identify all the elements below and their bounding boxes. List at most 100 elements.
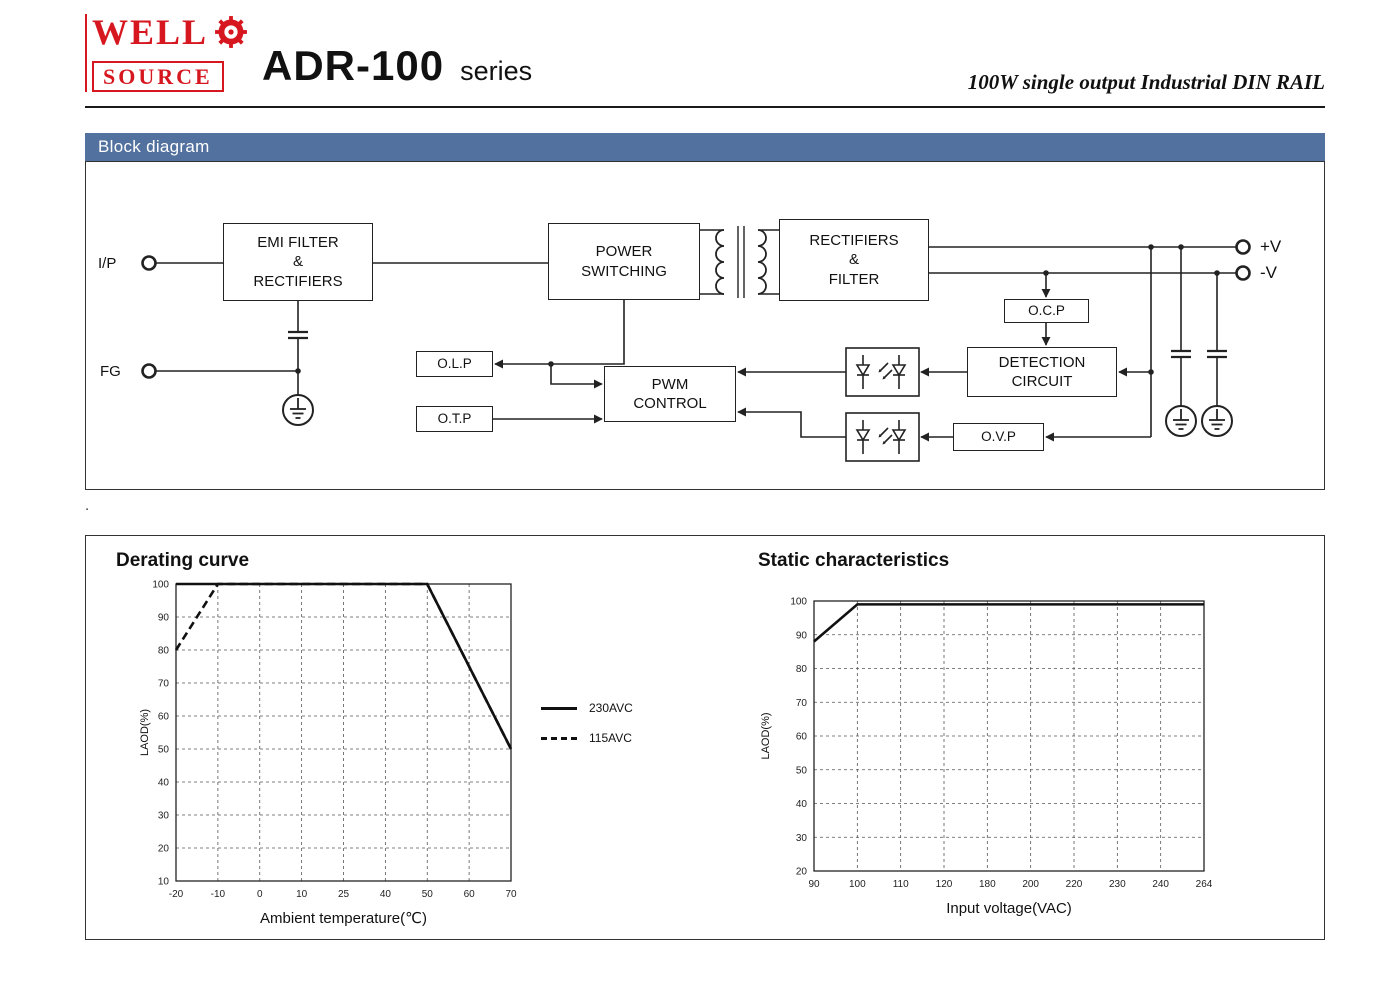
logo-gear-icon xyxy=(215,16,247,48)
x-axis-label: Ambient temperature(℃) xyxy=(260,910,427,927)
logo-word-well: WELL xyxy=(92,12,209,52)
y-tick-label: 80 xyxy=(158,646,170,657)
logo-barcode-stripes xyxy=(85,14,87,92)
x-tick-label: 240 xyxy=(1152,879,1169,890)
y-axis-label: LAOD(%) xyxy=(139,709,151,756)
y-tick-label: 100 xyxy=(790,597,807,608)
y-tick-label: 10 xyxy=(158,877,170,888)
y-tick-label: 80 xyxy=(796,664,808,675)
page-title: ADR-100 series xyxy=(262,42,532,90)
x-tick-label: 25 xyxy=(338,889,350,900)
dashed-line-swatch xyxy=(541,736,577,740)
x-tick-label: -20 xyxy=(169,889,184,900)
x-tick-label: 40 xyxy=(380,889,392,900)
x-tick-label: 180 xyxy=(979,879,996,890)
y-tick-label: 50 xyxy=(796,765,808,776)
x-tick-label: 50 xyxy=(422,889,434,900)
y-tick-label: 60 xyxy=(796,732,808,743)
model-name: ADR-100 xyxy=(262,42,445,89)
emi-filter-block: EMI FILTER & RECTIFIERS xyxy=(223,223,373,301)
block-diagram-canvas xyxy=(141,226,1251,462)
logo-word-source: SOURCE xyxy=(103,63,213,89)
y-tick-label: 70 xyxy=(158,679,170,690)
x-tick-label: 200 xyxy=(1022,879,1039,890)
legend-item: 230AVC xyxy=(541,701,633,715)
logo: WELL SOURCE xyxy=(85,14,247,92)
vminus-terminal-label: -V xyxy=(1260,263,1277,282)
x-tick-label: 90 xyxy=(808,879,820,890)
y-tick-label: 40 xyxy=(796,799,808,810)
ovp-block: O.V.P xyxy=(953,423,1044,451)
input-terminal-label: I/P xyxy=(98,255,117,272)
junction-dots xyxy=(295,244,1220,375)
y-tick-label: 100 xyxy=(152,580,169,591)
x-tick-label: -10 xyxy=(211,889,226,900)
logo-word-source-box: SOURCE xyxy=(92,60,224,92)
otp-block: O.T.P xyxy=(416,406,493,432)
solid-line-swatch xyxy=(541,706,577,710)
x-axis-label: Input voltage(VAC) xyxy=(946,900,1072,917)
static-characteristics-panel: Static characteristics 20 30 40 50 60 70 80 90 1… xyxy=(704,535,1325,940)
header-divider xyxy=(85,106,1325,108)
series-label: series xyxy=(460,56,533,86)
vplus-terminal-icon xyxy=(1235,239,1251,255)
fg-terminal-label: FG xyxy=(100,363,121,380)
x-tick-label: 230 xyxy=(1109,879,1126,890)
y-tick-label: 20 xyxy=(796,867,808,878)
grid-lines xyxy=(175,583,512,882)
detection-circuit-block: DETECTION CIRCUIT xyxy=(967,347,1117,397)
earth-ground-icon xyxy=(282,394,314,426)
ocp-block: O.C.P xyxy=(1004,299,1089,323)
chart-legend: 230AVC 115AVC xyxy=(541,701,633,745)
earth-ground-icon xyxy=(1201,405,1233,437)
y-axis-label: LAOD(%) xyxy=(760,712,772,759)
y-tick-label: 30 xyxy=(796,833,808,844)
transformer-icon xyxy=(715,226,767,298)
series-output xyxy=(813,603,1204,643)
chart-title: Static characteristics xyxy=(758,550,950,571)
pwm-control-block: PWM CONTROL xyxy=(604,366,736,422)
x-tick-label: 264 xyxy=(1196,879,1213,890)
earth-ground-icon xyxy=(1165,405,1197,437)
section-header-block-diagram: Block diagram xyxy=(85,133,1325,161)
y-tick-label: 70 xyxy=(796,698,808,709)
input-terminal-icon xyxy=(141,255,157,271)
legend-label: 115AVC xyxy=(589,731,632,745)
power-switching-block: POWER SWITCHING xyxy=(548,223,700,300)
stray-mark: . xyxy=(85,497,90,514)
optocoupler-1 xyxy=(845,347,920,397)
x-tick-label: 220 xyxy=(1066,879,1083,890)
plot-frame xyxy=(813,600,1205,872)
olp-block: O.L.P xyxy=(416,351,493,377)
vminus-terminal-icon xyxy=(1235,265,1251,281)
grid-lines xyxy=(813,600,1205,872)
y-tick-label: 60 xyxy=(158,712,170,723)
wiring xyxy=(156,229,1236,437)
x-tick-label: 110 xyxy=(893,879,909,890)
rectifiers-filter-block: RECTIFIERS & FILTER xyxy=(779,219,929,301)
vplus-terminal-label: +V xyxy=(1260,237,1282,256)
logo-text-block: WELL SOURCE xyxy=(92,14,248,92)
signal-arrows xyxy=(493,273,1151,442)
x-tick-label: 100 xyxy=(849,879,866,890)
y-tick-label: 50 xyxy=(158,745,170,756)
series-115AVC xyxy=(174,582,513,750)
capacitor-symbols xyxy=(288,330,1227,359)
x-tick-label: 0 xyxy=(257,889,263,900)
y-tick-label: 90 xyxy=(158,613,170,624)
terminal-circles xyxy=(141,239,1251,379)
y-tick-label: 20 xyxy=(158,844,170,855)
x-tick-label: 60 xyxy=(464,889,476,900)
legend-item: 115AVC xyxy=(541,731,633,745)
block-diagram-panel: EMI FILTER & RECTIFIERS POWER SWITCHING … xyxy=(85,161,1325,490)
y-tick-label: 40 xyxy=(158,778,170,789)
y-tick-label: 30 xyxy=(158,811,170,822)
fg-terminal-icon xyxy=(141,363,157,379)
x-tick-label: 10 xyxy=(296,889,308,900)
